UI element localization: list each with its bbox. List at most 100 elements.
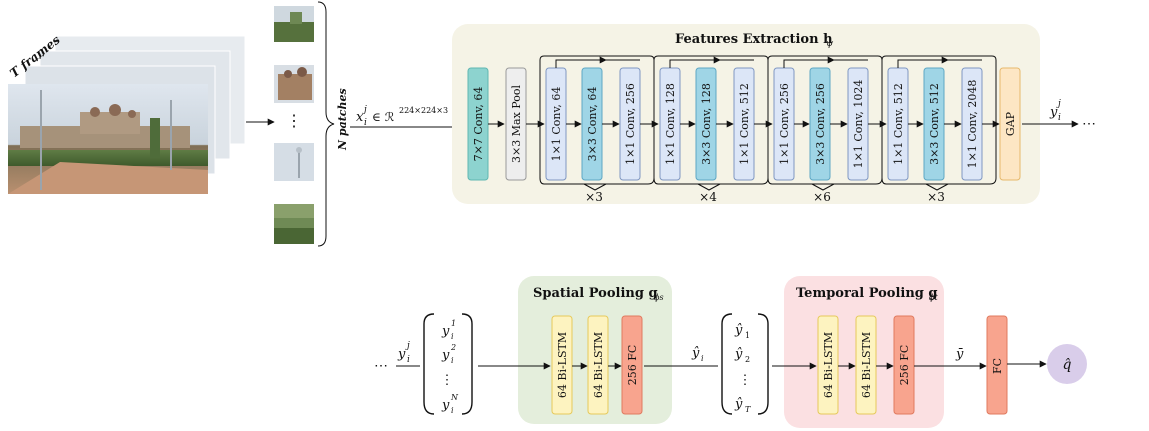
spatial-block-3: 256 FC — [621, 315, 643, 415]
stem-conv-block: 7×7 Conv, 64 — [467, 67, 489, 181]
svg-text:1×1 Conv, 512: 1×1 Conv, 512 — [738, 83, 751, 165]
svg-text:7×7 Conv, 64: 7×7 Conv, 64 — [472, 87, 485, 162]
patch-dots: ⋮ — [286, 111, 302, 130]
svg-text:q̂: q̂ — [1063, 357, 1072, 373]
svg-text:256 FC: 256 FC — [898, 345, 911, 386]
svg-text:i: i — [407, 355, 410, 365]
stage-3-block-3: 1×1 Conv, 1024 — [847, 67, 869, 181]
features-title: Features Extraction h ψ — [675, 32, 834, 49]
temporal-block-1: 64 Bi-LSTM — [817, 315, 839, 415]
svg-text:ϕt: ϕt — [929, 293, 938, 302]
final-fc: FC — [986, 315, 1008, 415]
svg-text:64 Bi-LSTM: 64 Bi-LSTM — [822, 332, 835, 398]
svg-text:1×1 Conv, 256: 1×1 Conv, 256 — [778, 83, 791, 165]
stage-1-repeat: ×3 — [585, 190, 603, 204]
stage-3-repeat: ×6 — [813, 190, 831, 204]
patches-label: N patches — [336, 88, 349, 151]
pooling-input: ⋯ y j i — [374, 341, 420, 374]
svg-text:ŷ: ŷ — [734, 397, 743, 412]
svg-text:i: i — [451, 356, 454, 365]
stage-2-repeat-tick — [697, 183, 721, 191]
svg-text:⋯: ⋯ — [374, 358, 388, 374]
svg-text:2: 2 — [450, 343, 456, 352]
svg-text:1×1 Conv, 512: 1×1 Conv, 512 — [892, 83, 905, 165]
input-frames: T frames ... — [7, 33, 246, 194]
svg-text:j: j — [362, 105, 367, 115]
svg-text:2: 2 — [745, 355, 750, 364]
svg-text:256 FC: 256 FC — [626, 345, 639, 386]
stage-2-block-3: 1×1 Conv, 512 — [733, 67, 755, 181]
svg-text:j: j — [405, 341, 410, 351]
spatial-output: ŷ i — [644, 346, 718, 367]
stage-3-skip-arrow — [783, 56, 835, 68]
svg-text:1×1 Conv, 2048: 1×1 Conv, 2048 — [966, 80, 979, 169]
stage-4-block-1: 1×1 Conv, 512 — [887, 67, 909, 181]
svg-text:3×3 Max Pool: 3×3 Max Pool — [510, 85, 523, 163]
svg-text:N: N — [450, 393, 459, 402]
vector-mid: ŷ 1 ŷ 2 ⋮ ŷ T — [721, 313, 769, 415]
patches-brace — [317, 1, 335, 247]
patch-2 — [274, 65, 314, 103]
svg-text:1×1 Conv, 1024: 1×1 Conv, 1024 — [852, 80, 865, 169]
stage-2-skip-arrow — [669, 56, 721, 68]
stage-3-repeat-tick — [811, 183, 835, 191]
temporal-title: Temporal Pooling g ϕt — [796, 286, 938, 302]
svg-text:64 Bi-LSTM: 64 Bi-LSTM — [592, 332, 605, 398]
stage-4-block-3: 1×1 Conv, 2048 — [961, 67, 983, 181]
svg-text:⋮: ⋮ — [441, 373, 454, 388]
spatial-block-1: 64 Bi-LSTM — [551, 315, 573, 415]
front-frame-photo — [8, 84, 208, 194]
svg-text:FC: FC — [991, 358, 1004, 374]
spatial-blocks: 64 Bi-LSTM 64 Bi-LSTM 256 FC — [551, 315, 643, 415]
svg-text:T: T — [745, 405, 751, 414]
stage-3-block-2: 3×3 Conv, 256 — [809, 67, 831, 181]
temporal-output: ȳ — [914, 347, 987, 370]
svg-text:j: j — [1056, 99, 1061, 109]
svg-text:y: y — [1049, 105, 1058, 120]
svg-text:3×3 Conv, 64: 3×3 Conv, 64 — [586, 87, 599, 162]
svg-text:ψ: ψ — [826, 39, 834, 49]
stage-4-bracket — [881, 55, 997, 185]
svg-text:y: y — [441, 348, 450, 363]
features-output: y j i ⋯ — [1022, 99, 1096, 132]
svg-text:i: i — [701, 354, 704, 363]
svg-text:GAP: GAP — [1004, 111, 1017, 136]
final-output: q̂ — [1047, 344, 1087, 384]
svg-text:1: 1 — [745, 331, 750, 340]
stage-1-skip-arrow — [555, 56, 607, 68]
stage-4-block-2: 3×3 Conv, 512 — [923, 67, 945, 181]
svg-text:i: i — [1058, 113, 1061, 123]
svg-text:⋮: ⋮ — [739, 373, 752, 388]
stage-1-repeat-tick — [583, 183, 607, 191]
svg-text:1×1 Conv, 64: 1×1 Conv, 64 — [550, 87, 563, 162]
svg-text:i: i — [451, 406, 454, 415]
svg-text:224×224×3: 224×224×3 — [399, 106, 448, 115]
svg-text:y: y — [441, 398, 450, 413]
svg-text:ϕs: ϕs — [654, 293, 664, 302]
temporal-block-2: 64 Bi-LSTM — [855, 315, 877, 415]
temporal-blocks: 64 Bi-LSTM 64 Bi-LSTM 256 FC — [817, 315, 915, 415]
gap-block: GAP — [999, 67, 1021, 181]
stage-4-repeat: ×3 — [927, 190, 945, 204]
spatial-block-2: 64 Bi-LSTM — [587, 315, 609, 415]
svg-text:64 Bi-LSTM: 64 Bi-LSTM — [556, 332, 569, 398]
svg-text:i: i — [364, 118, 367, 128]
svg-text:x: x — [356, 110, 364, 125]
svg-text:ŷ: ŷ — [691, 346, 700, 361]
svg-text:1: 1 — [451, 319, 456, 328]
svg-text:1×1 Conv, 256: 1×1 Conv, 256 — [624, 83, 637, 165]
svg-text:3×3 Conv, 512: 3×3 Conv, 512 — [928, 83, 941, 165]
svg-text:y: y — [397, 347, 406, 362]
stage-3-block-1: 1×1 Conv, 256 — [773, 67, 795, 181]
input-symbol: x j i ∈ ℛ 224×224×3 — [356, 105, 448, 128]
svg-text:1×1 Conv, 128: 1×1 Conv, 128 — [664, 83, 677, 165]
svg-text:3×3 Conv, 256: 3×3 Conv, 256 — [814, 83, 827, 165]
patches-column: ⋮ — [274, 6, 314, 244]
stage-1-block-1: 1×1 Conv, 64 — [545, 67, 567, 181]
svg-text:Temporal Pooling g: Temporal Pooling g — [796, 286, 938, 301]
svg-text:i: i — [451, 332, 454, 341]
svg-text:ŷ: ŷ — [734, 347, 743, 362]
stage-4-repeat-tick — [925, 183, 949, 191]
stage-2-block-1: 1×1 Conv, 128 — [659, 67, 681, 181]
